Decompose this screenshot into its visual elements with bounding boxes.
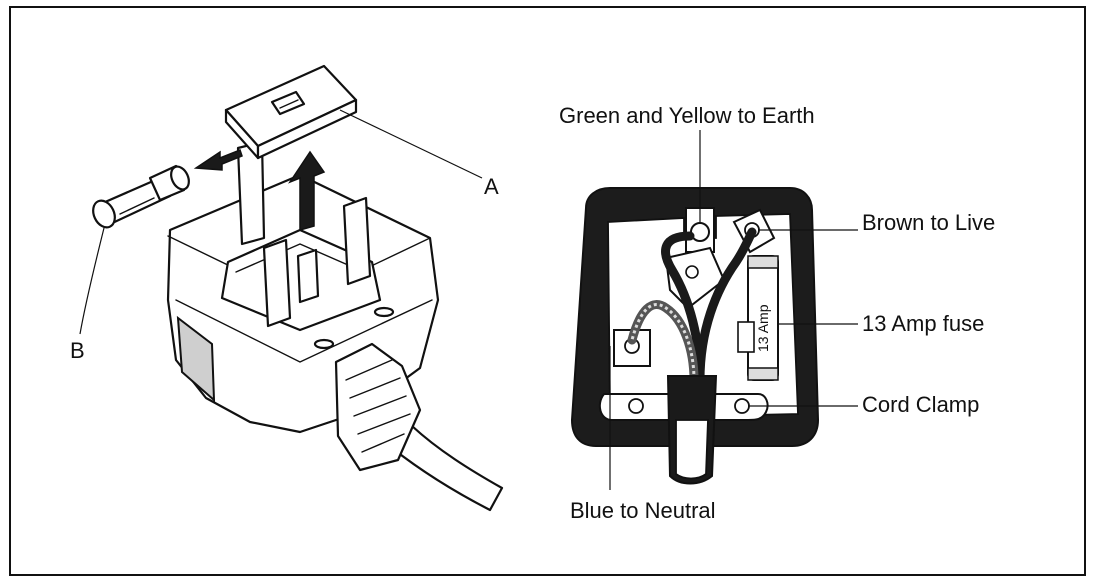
fuse-b	[92, 164, 190, 229]
flex-cable	[666, 375, 718, 485]
cord-grip	[334, 342, 422, 472]
plug-illustration: A B	[70, 64, 504, 512]
label-b: B	[70, 338, 85, 363]
fuse-clip	[737, 321, 755, 353]
label-clamp: Cord Clamp	[862, 392, 979, 417]
label-neutral: Blue to Neutral	[570, 498, 716, 523]
fuse-marking: 13 Amp	[755, 304, 771, 352]
lift-arrow-icon	[288, 150, 326, 231]
wires	[627, 227, 757, 385]
label-live: Brown to Live	[862, 210, 995, 235]
plug-cable	[390, 424, 504, 512]
remove-fuse-arrow-icon	[193, 149, 243, 171]
leader-b	[79, 227, 105, 335]
label-earth: Green and Yellow to Earth	[559, 103, 815, 128]
fuse-13-amp: 13 Amp	[747, 255, 779, 381]
plug-pins	[262, 196, 372, 328]
label-a: A	[484, 174, 499, 199]
label-fuse: 13 Amp fuse	[862, 311, 984, 336]
leader-a	[339, 109, 483, 179]
fuse-carrier-a	[224, 64, 358, 246]
wiring-illustration: 13 Amp Green and Yellow to Earth Brown t…	[559, 103, 995, 523]
